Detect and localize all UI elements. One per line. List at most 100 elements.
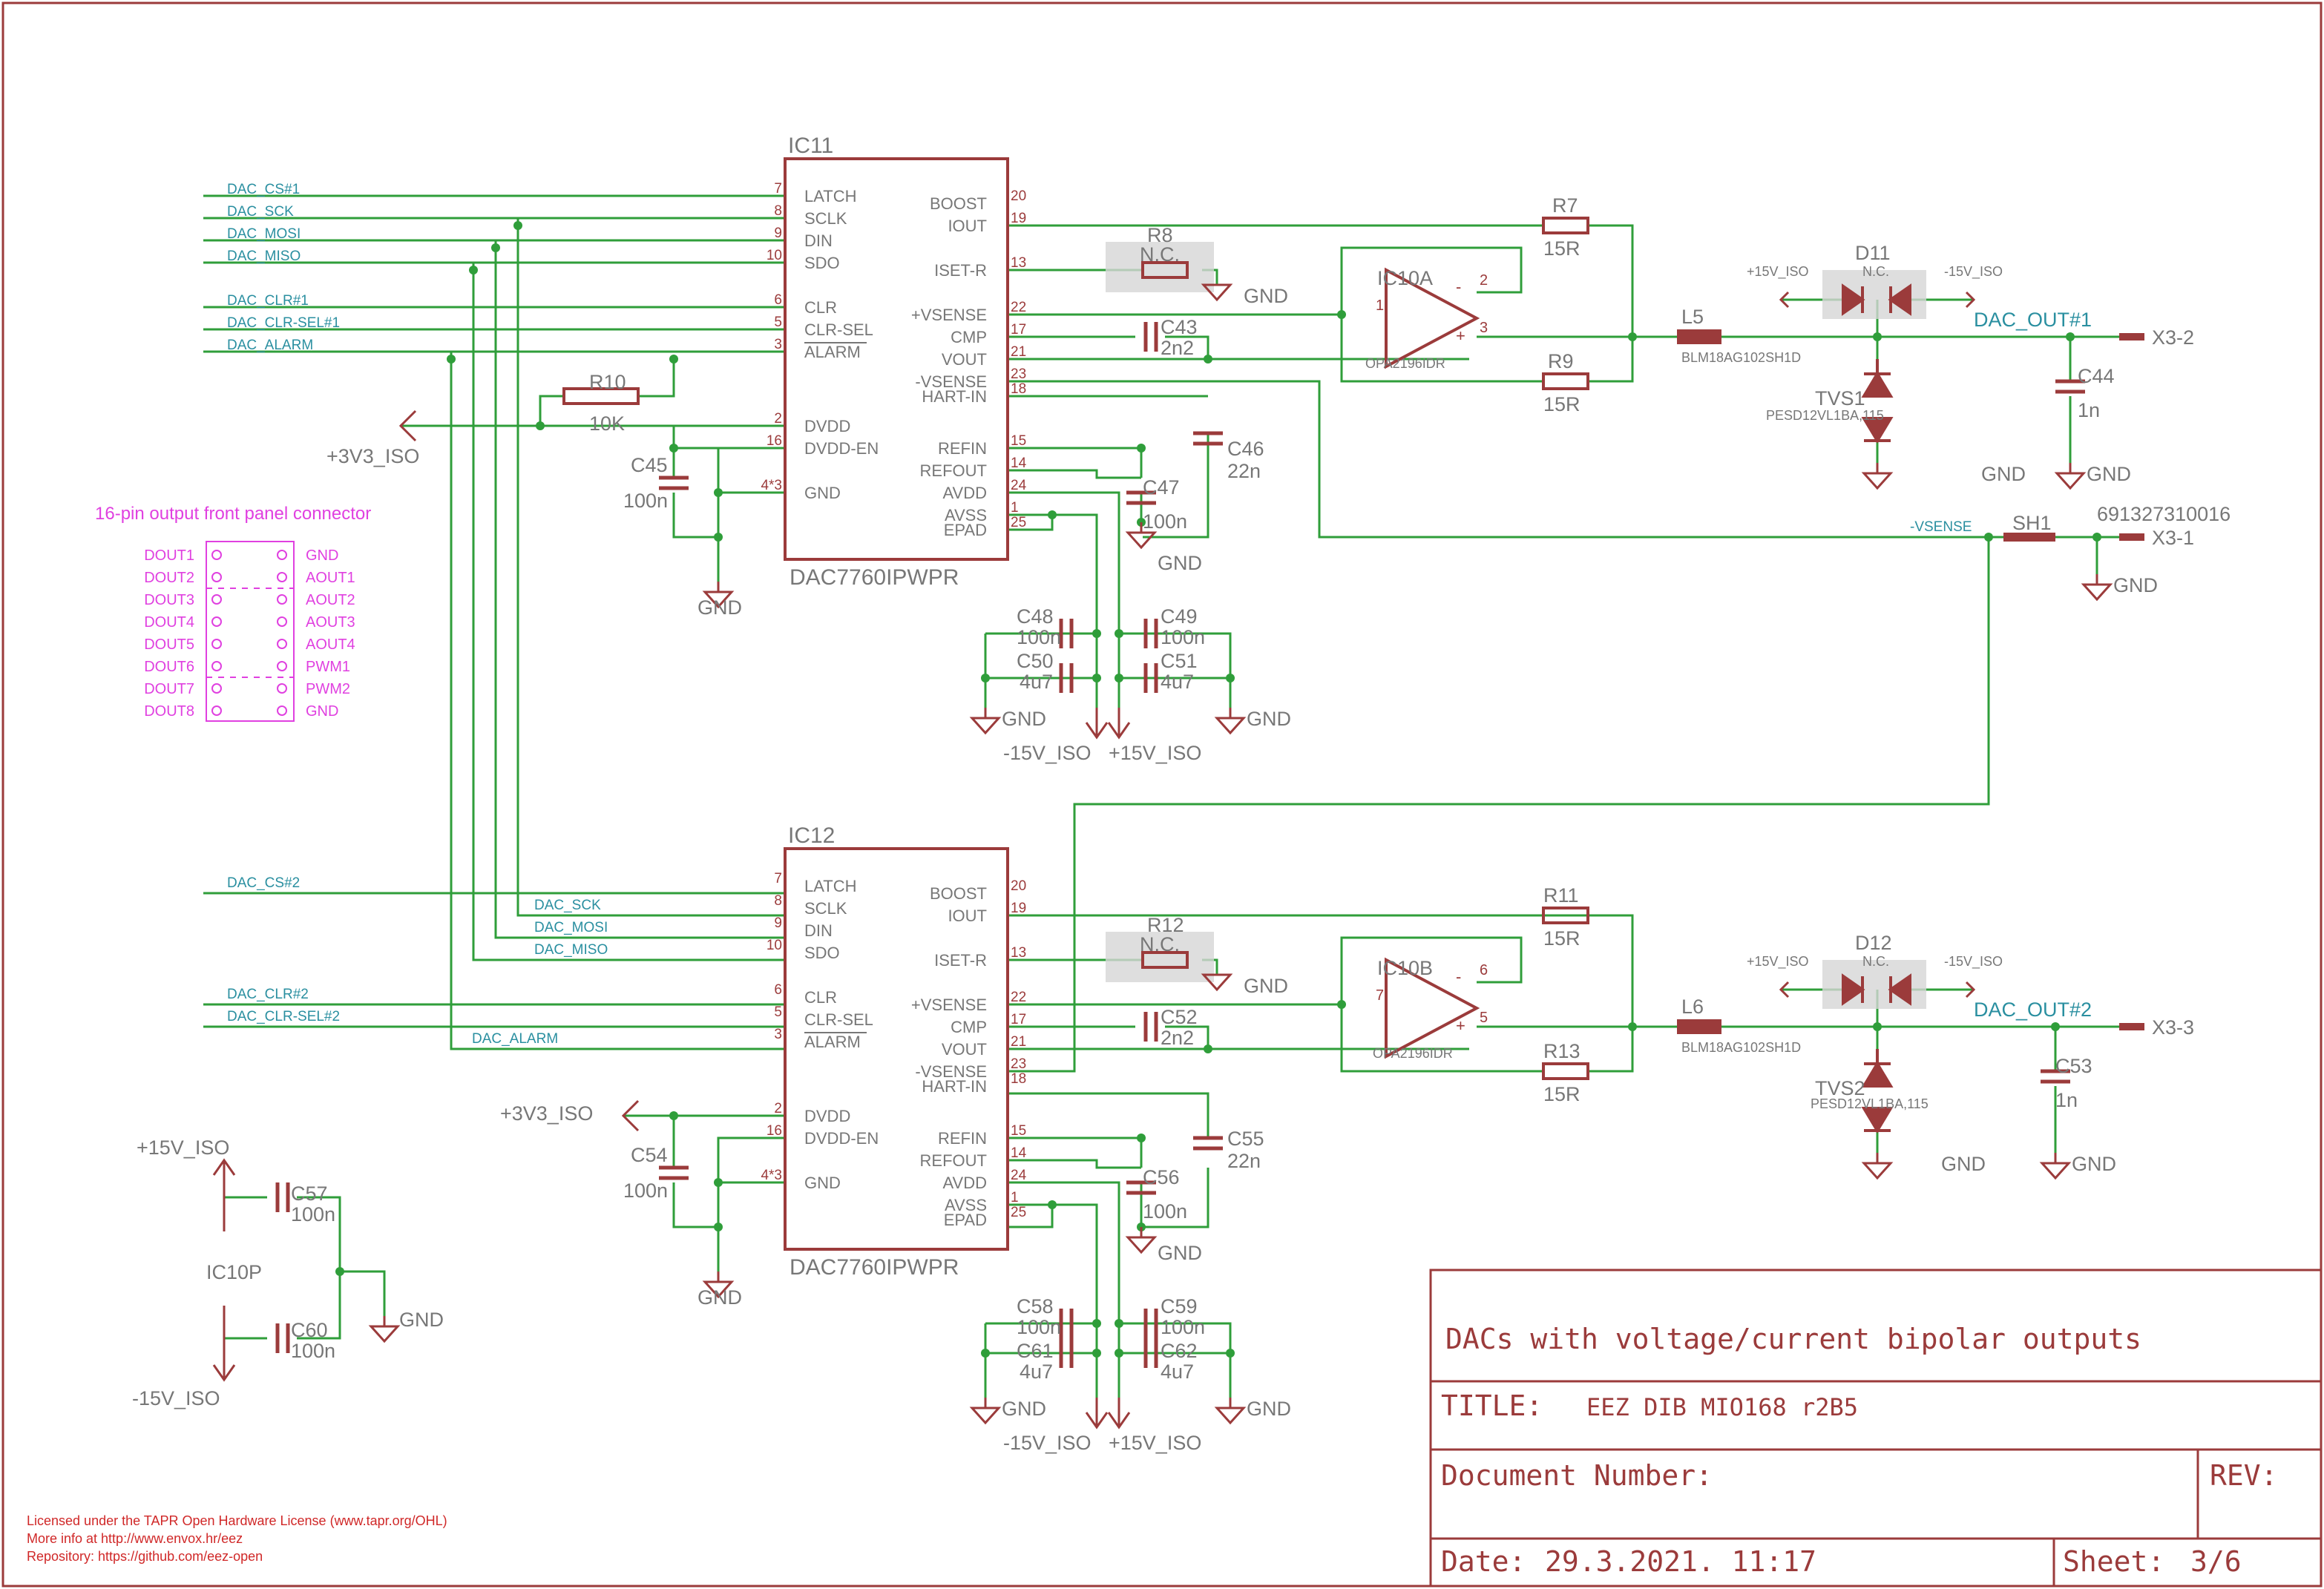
pin-number-right: 19 xyxy=(1011,901,1026,916)
pin-number-right: 23 xyxy=(1011,1056,1026,1072)
svg-text:-: - xyxy=(1456,967,1461,986)
m15-label-1: -15V_ISO xyxy=(1003,742,1092,764)
c46-value: 22n xyxy=(1227,460,1261,482)
pin-number-right: 18 xyxy=(1011,381,1026,397)
c56-value: 100n xyxy=(1143,1200,1187,1223)
inductors xyxy=(1677,329,1721,1034)
pin-name-right: VOUT xyxy=(942,1040,987,1059)
c60-name: C60 xyxy=(291,1319,328,1341)
pin-name-left: SCLK xyxy=(804,899,847,918)
net-dac-mosi-2: DAC_MOSI xyxy=(534,920,608,935)
pin-number-left: 10 xyxy=(767,248,782,263)
gnd-symbols xyxy=(370,461,2112,1424)
r10-value: 10K xyxy=(589,412,625,435)
pin-name-left: SDO xyxy=(804,254,840,272)
x3-part: 691327310016 xyxy=(2097,503,2231,525)
p15-label-1: +15V_ISO xyxy=(1109,742,1201,764)
pin-name-right: AVSS xyxy=(945,506,987,524)
pin-number-left: 4*3 xyxy=(761,1168,782,1183)
pin-name-right: REFIN xyxy=(938,439,987,458)
pin-number-left: 7 xyxy=(774,181,782,197)
connector-left-label: DOUT6 xyxy=(144,659,194,675)
connector-left-label: DOUT5 xyxy=(144,636,194,653)
c54-name: C54 xyxy=(631,1144,668,1166)
c54-value: 100n xyxy=(623,1180,668,1202)
p15-label-ic10p: +15V_ISO xyxy=(137,1136,229,1159)
pin-name-left: SCLK xyxy=(804,209,847,228)
r7-name: R7 xyxy=(1552,194,1578,217)
l6-name: L6 xyxy=(1681,996,1704,1018)
c62-name: C62 xyxy=(1161,1340,1198,1362)
gnd-label-c54: GND xyxy=(697,1286,742,1309)
pin-number-right: 24 xyxy=(1011,1168,1027,1183)
svg-text:3: 3 xyxy=(1480,320,1488,336)
v33-label-2: +3V3_ISO xyxy=(500,1102,593,1125)
pin-name-left: GND xyxy=(804,484,841,502)
pin-number-right: 25 xyxy=(1011,515,1026,530)
c46-name: C46 xyxy=(1227,438,1264,460)
net-dac-out2: DAC_OUT#2 xyxy=(1974,999,2092,1021)
l5-value: BLM18AG102SH1D xyxy=(1681,350,1801,365)
gnd-iset xyxy=(1201,283,1233,992)
connector-left-label: DOUT1 xyxy=(144,547,194,564)
c53-value: 1n xyxy=(2055,1089,2078,1111)
pin-name-right: BOOST xyxy=(930,194,987,213)
c45-value: 100n xyxy=(623,490,668,512)
pin-number-right: 22 xyxy=(1011,990,1026,1005)
opamps xyxy=(1385,267,1480,1059)
pin-number-left: 10 xyxy=(767,938,782,953)
pin-number-right: 21 xyxy=(1011,1034,1026,1050)
pin-name-right: AVSS xyxy=(945,1196,987,1214)
pin-number-left: 7 xyxy=(774,871,782,886)
net-dac-out1: DAC_OUT#1 xyxy=(1974,309,2092,331)
pin-name-left: DIN xyxy=(804,921,833,940)
pin-number-right: 1 xyxy=(1011,500,1019,516)
svg-text:+: + xyxy=(1456,1016,1465,1035)
connector-title: 16-pin output front panel connector xyxy=(95,504,371,524)
r8-value: N.C. xyxy=(1140,243,1180,266)
connector-pin xyxy=(211,683,222,694)
connector-right-label: AOUT4 xyxy=(306,636,355,653)
pin-name-right: IOUT xyxy=(948,217,987,235)
opamp-pin-signs: -+ -+ xyxy=(1456,277,1465,1035)
gnd-label-x3: GND xyxy=(2113,574,2158,596)
pin-name-right: REFIN xyxy=(938,1129,987,1148)
pin-name-right: VOUT xyxy=(942,350,987,369)
c51-value: 4u7 xyxy=(1161,671,1194,693)
c58-name: C58 xyxy=(1017,1295,1054,1317)
pin-name-left: ALARM xyxy=(804,1033,861,1051)
pin-name-right: +VSENSE xyxy=(911,306,987,324)
pin-name-left: SDO xyxy=(804,944,840,962)
net-dac-mosi: DAC_MOSI xyxy=(227,226,301,242)
resistors xyxy=(562,217,1589,1080)
pin-number-right: 13 xyxy=(1011,945,1026,961)
pin-number-left: 8 xyxy=(774,203,782,219)
ic11-part: DAC7760IPWPR xyxy=(790,565,959,590)
net-vsense: -VSENSE xyxy=(1910,519,1972,535)
nc-highlights xyxy=(1106,242,1926,1009)
net-dac-alarm: DAC_ALARM xyxy=(227,338,313,353)
connector-pin xyxy=(277,705,287,716)
ic10b-part: OPA2196IDR xyxy=(1373,1046,1453,1061)
license-line-1: Licensed under the TAPR Open Hardware Li… xyxy=(27,1513,447,1528)
pin-number-right: 19 xyxy=(1011,211,1026,226)
c61-name: C61 xyxy=(1017,1340,1054,1362)
pin-name-right: AVDD xyxy=(943,484,988,502)
pin-number-right: 1 xyxy=(1011,1190,1019,1205)
c56-name: C56 xyxy=(1143,1166,1180,1188)
pin-number-left: 5 xyxy=(774,315,782,330)
pin-number-left: 3 xyxy=(774,337,782,352)
c52-value: 2n2 xyxy=(1161,1027,1194,1049)
gnd-label-tvs1: GND xyxy=(1981,463,2026,485)
c49-value: 100n xyxy=(1161,626,1205,648)
r13-name: R13 xyxy=(1543,1040,1580,1062)
pin-name-right: CMP xyxy=(951,328,987,346)
pin-number-right: 14 xyxy=(1011,1145,1027,1161)
connector-left-label: DOUT3 xyxy=(144,592,194,608)
c62-value: 4u7 xyxy=(1161,1361,1194,1383)
opamp-pin-numbers: 123 765 xyxy=(1376,272,1488,1026)
gnd-label-c58: GND xyxy=(1002,1398,1046,1420)
d12-name: D12 xyxy=(1855,932,1892,954)
connector-pin xyxy=(277,594,287,605)
pin-name-right: EPAD xyxy=(944,521,987,539)
